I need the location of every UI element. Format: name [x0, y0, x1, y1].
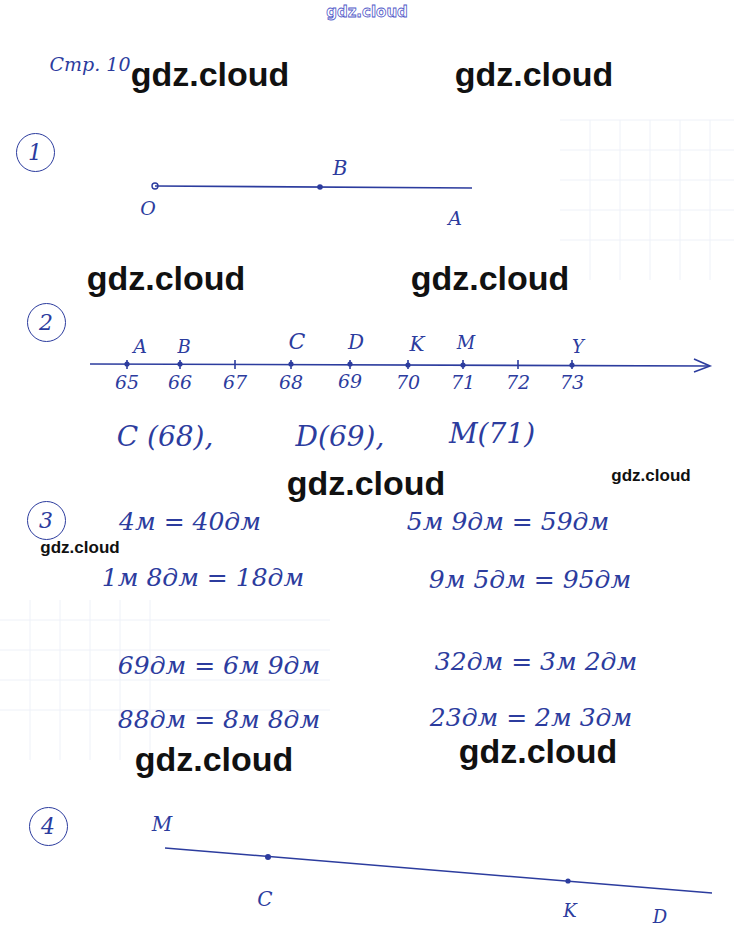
page-number: Стр. 10	[50, 54, 131, 75]
watermark: gdz.cloud	[459, 733, 618, 770]
equation: 1м 8дм = 18дм	[102, 564, 304, 592]
number-line	[90, 359, 710, 372]
point-label: D	[348, 331, 364, 353]
point-label: C	[257, 888, 272, 910]
tick-number: 66	[168, 372, 192, 393]
watermark: gdz.cloud	[611, 467, 690, 486]
point-label: A	[448, 208, 462, 229]
point-label: M	[457, 333, 475, 353]
point-label: A	[133, 336, 147, 357]
watermark: gdz.cloud	[411, 260, 570, 297]
watermark: gdz.cloud	[455, 56, 614, 93]
equation: 4м = 40дм	[119, 508, 261, 536]
point-label: K	[410, 333, 425, 355]
task-number-circle: 1	[16, 133, 55, 172]
tick-number: 69	[338, 371, 362, 392]
equation: 88дм = 8м 8дм	[118, 706, 320, 734]
watermark: gdz.cloud	[135, 741, 294, 778]
point-label: Y	[572, 337, 584, 357]
tick-number: 67	[223, 372, 247, 393]
watermark: gdz.cloud	[40, 539, 119, 558]
watermark: gdz.cloud	[287, 465, 446, 502]
tick-number: 68	[279, 372, 303, 393]
point-label: B	[333, 157, 348, 179]
tick-number: 71	[451, 372, 475, 393]
line-mkd	[165, 848, 712, 893]
answer-text: D(69),	[296, 422, 385, 453]
point-label: D	[653, 907, 667, 927]
watermark: gdz.cloud	[131, 56, 290, 93]
task-number-circle: 2	[27, 303, 66, 342]
watermark: gdz.cloud	[87, 260, 246, 297]
equation: 5м 9дм = 59дм	[407, 508, 609, 536]
tick-number: 73	[560, 372, 584, 393]
task-number: 3	[39, 508, 53, 533]
tick-number: 70	[396, 372, 420, 393]
task-number-circle: 4	[29, 807, 68, 846]
point-label: C	[289, 330, 306, 354]
point-label: O	[140, 198, 156, 219]
point-label: M	[152, 813, 172, 835]
equation: 23дм = 2м 3дм	[430, 704, 632, 732]
answer-text: C (68),	[117, 422, 214, 453]
task-number: 1	[28, 140, 42, 165]
equation: 69дм = 6м 9дм	[118, 652, 320, 680]
answer-text: M(71)	[449, 419, 535, 450]
watermark: gdz.cloud	[326, 4, 408, 21]
grid-paper	[0, 120, 734, 760]
equation: 32дм = 3м 2дм	[435, 648, 637, 676]
segment-oa	[152, 183, 472, 190]
point-label: B	[177, 337, 190, 357]
task-number: 2	[39, 310, 53, 335]
equation: 9м 5дм = 95дм	[429, 566, 631, 594]
tick-number: 65	[115, 372, 139, 393]
task-number: 4	[41, 814, 55, 839]
point-label: K	[563, 901, 576, 921]
tick-number: 72	[506, 372, 530, 393]
task-number-circle: 3	[27, 501, 66, 540]
